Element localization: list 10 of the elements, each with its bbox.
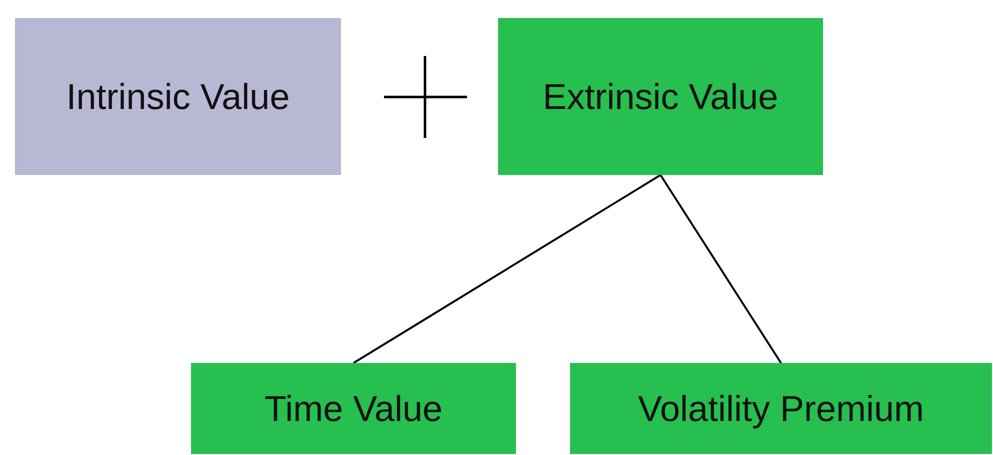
box-label: Time Value <box>264 388 443 430</box>
box-label: Extrinsic Value <box>542 76 778 118</box>
connector-line <box>660 174 782 364</box>
value-box <box>498 18 823 175</box>
value-box <box>570 363 992 454</box>
value-box <box>15 18 341 175</box>
box-label: Volatility Premium <box>638 388 924 430</box>
box-label: Intrinsic Value <box>66 76 290 118</box>
connector-line <box>352 174 662 364</box>
value-box <box>191 363 516 454</box>
